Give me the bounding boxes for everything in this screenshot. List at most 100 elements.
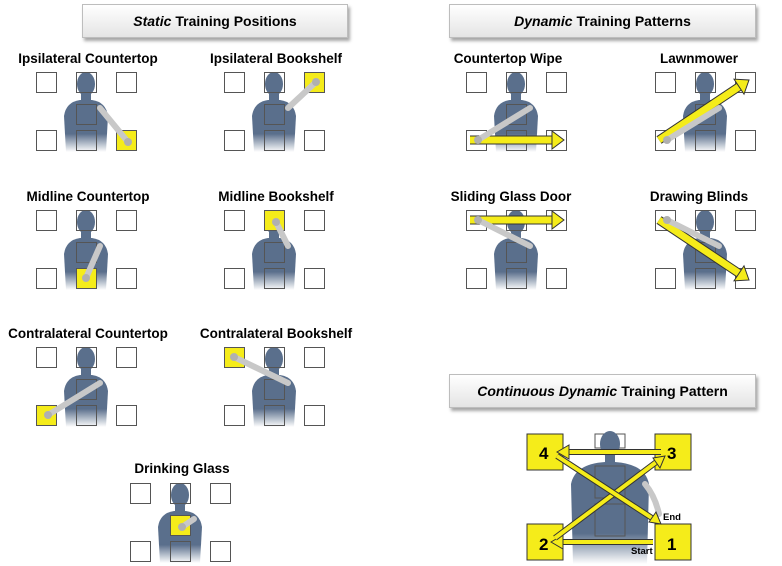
arm <box>285 79 319 111</box>
target-box <box>36 210 57 231</box>
arrow-2-to-3 <box>553 455 666 541</box>
title-lawnmower: Lawnmower <box>659 51 739 66</box>
target-box <box>304 347 325 368</box>
target-box <box>655 268 676 289</box>
title-sliding-glass-door: Sliding Glass Door <box>450 189 572 204</box>
target-box <box>506 104 527 125</box>
title-drinking-glass: Drinking Glass <box>134 461 230 476</box>
static-header-text: Training Positions <box>175 13 297 29</box>
static-header-italic: Static <box>133 13 172 29</box>
target-box <box>304 405 325 426</box>
target-box <box>116 268 137 289</box>
title-contralateral-bookshelf: Contralateral Bookshelf <box>199 326 353 341</box>
title-contralateral-countertop: Contralateral Countertop <box>8 326 168 341</box>
target-box <box>695 130 716 151</box>
target-box <box>210 541 231 562</box>
target-box <box>224 268 245 289</box>
target-box <box>36 268 57 289</box>
target-box <box>116 72 137 93</box>
figure-drawing-blinds <box>655 210 756 290</box>
target-box <box>116 210 137 231</box>
target-box <box>76 130 97 151</box>
hand <box>663 136 671 144</box>
figure-midline-bookshelf <box>224 210 325 290</box>
target-box <box>264 347 285 368</box>
target-box <box>210 483 231 504</box>
hand <box>474 136 482 144</box>
target-box <box>264 72 285 93</box>
dynamic-header: Dynamic Training Patterns <box>449 4 756 38</box>
target-box <box>264 130 285 151</box>
figure-lawnmower <box>655 72 756 152</box>
target-box <box>116 405 137 426</box>
arm <box>475 105 533 143</box>
title-midline-bookshelf: Midline Bookshelf <box>218 189 334 204</box>
motion-arrow <box>656 216 750 282</box>
arm <box>97 105 131 145</box>
target-box <box>264 104 285 125</box>
figure-contralateral-countertop <box>36 347 137 427</box>
target-box <box>735 130 756 151</box>
body-silhouette <box>252 347 296 427</box>
target-box <box>76 347 97 368</box>
target-box <box>76 72 97 93</box>
target-box <box>655 72 676 93</box>
target-box <box>36 130 57 151</box>
continuous-header-italic: Continuous Dynamic <box>477 383 618 399</box>
target-box <box>224 210 245 231</box>
target-box <box>304 130 325 151</box>
target-box <box>695 72 716 93</box>
target-box <box>76 210 97 231</box>
figure-drinking-glass <box>130 483 231 563</box>
target-box <box>546 268 567 289</box>
motion-arrow <box>656 78 750 144</box>
dynamic-header-text: Training Patterns <box>576 13 691 29</box>
target-box <box>735 210 756 231</box>
figure-midline-countertop <box>36 210 137 290</box>
arm <box>273 219 291 249</box>
figure-ipsilateral-bookshelf <box>224 72 325 152</box>
hand <box>124 138 132 146</box>
target-box <box>36 347 57 368</box>
figure-ipsilateral-countertop <box>36 72 137 152</box>
continuous-pattern-diagram: 4 3 2 1 End Start <box>526 431 692 564</box>
hand <box>663 216 671 224</box>
hand <box>474 216 482 224</box>
target-box <box>130 483 151 504</box>
target-box <box>76 379 97 400</box>
target-box <box>695 210 716 231</box>
body-silhouette <box>252 72 296 152</box>
hand <box>230 353 238 361</box>
arm <box>664 217 722 249</box>
target-box <box>76 405 97 426</box>
hand <box>44 411 52 419</box>
arm <box>45 380 103 418</box>
end-label: End <box>663 512 681 523</box>
hand <box>272 218 280 226</box>
target-box <box>546 72 567 93</box>
target-box <box>506 72 527 93</box>
hand <box>82 274 90 282</box>
title-countertop-wipe: Countertop Wipe <box>453 51 563 66</box>
target-box <box>116 347 137 368</box>
title-ipsilateral-countertop: Ipsilateral Countertop <box>18 51 158 66</box>
target-1 <box>654 523 692 561</box>
target-box <box>264 242 285 263</box>
continuous-header: Continuous Dynamic Training Pattern <box>449 374 756 408</box>
title-drawing-blinds: Drawing Blinds <box>649 189 749 204</box>
continuous-header-text: Training Pattern <box>621 383 728 399</box>
target-box <box>264 405 285 426</box>
target-label-3: 3 <box>667 444 676 463</box>
arm <box>83 243 103 281</box>
figure-contralateral-bookshelf <box>224 347 325 427</box>
start-label: Start <box>631 546 653 557</box>
target-box <box>264 268 285 289</box>
target-box <box>170 541 191 562</box>
target-box <box>130 541 151 562</box>
target-box <box>506 268 527 289</box>
target-box <box>170 483 191 504</box>
target-box <box>76 104 97 125</box>
figure-countertop-wipe <box>466 72 567 152</box>
target-box <box>224 130 245 151</box>
target-box <box>36 72 57 93</box>
